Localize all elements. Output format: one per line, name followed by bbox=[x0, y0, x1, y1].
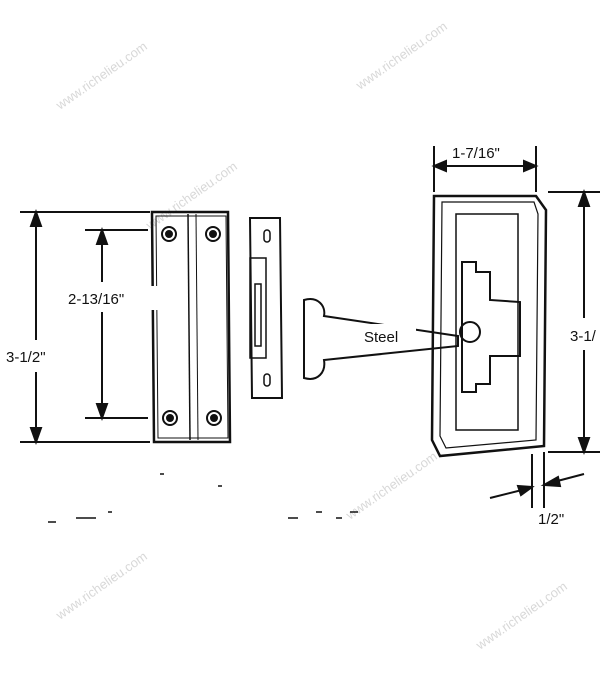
right-depth-label: 1/2" bbox=[538, 511, 564, 528]
hole-spacing-dimension bbox=[85, 227, 148, 421]
t-handle bbox=[303, 298, 459, 380]
latch-housing bbox=[430, 194, 548, 458]
screw-hole-icon bbox=[161, 226, 177, 242]
strike-bracket bbox=[150, 210, 232, 444]
right-width-label: 1-7/16" bbox=[452, 145, 500, 162]
pivot-icon bbox=[459, 321, 481, 343]
right-depth-dimension bbox=[489, 452, 585, 508]
watermark-text: www.richelieu.com bbox=[52, 38, 150, 113]
watermark-group: www.richelieu.com www.richelieu.com www.… bbox=[52, 18, 570, 653]
watermark-text: www.richelieu.com bbox=[472, 578, 570, 653]
screw-hole-icon bbox=[206, 410, 222, 426]
right-height-label: 3-1/ bbox=[570, 328, 597, 345]
watermark-text: www.richelieu.com bbox=[52, 548, 150, 623]
strike-plate bbox=[248, 217, 284, 399]
material-label: Steel bbox=[364, 329, 398, 346]
right-height-dimension bbox=[548, 189, 600, 455]
left-overall-height-dimension bbox=[20, 209, 150, 445]
watermark-text: www.richelieu.com bbox=[142, 158, 240, 233]
left-overall-height-label: 3-1/2" bbox=[6, 349, 46, 366]
right-width-dimension bbox=[431, 146, 539, 192]
screw-hole-icon bbox=[162, 410, 178, 426]
screw-hole-icon bbox=[205, 226, 221, 242]
scan-noise bbox=[48, 473, 358, 523]
labels: 3-1/2" 2-13/16" 1-7/16" 3-1/ 1/2" Steel bbox=[2, 145, 600, 528]
hole-spacing-label: 2-13/16" bbox=[68, 291, 124, 308]
watermark-text: www.richelieu.com bbox=[352, 18, 450, 93]
